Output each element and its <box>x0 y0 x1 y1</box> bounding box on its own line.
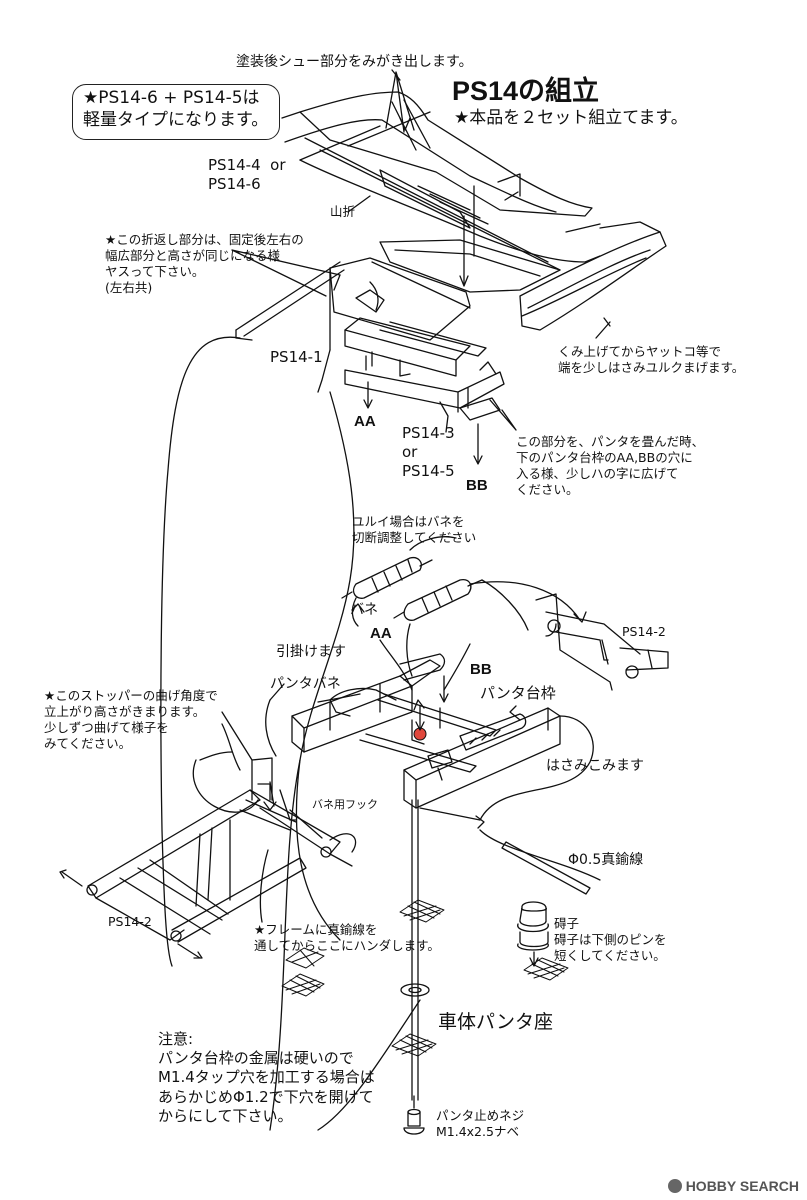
hole-label-bb-top: BB <box>466 477 488 494</box>
panta-frame-label: パンタ台枠 <box>480 684 556 702</box>
light-type-note: ★PS14-6 + PS14-5は 軽量タイプになります。 <box>83 88 269 130</box>
shoe-note: 塗装後シュー部分をみがき出します。 <box>236 54 473 70</box>
stopper-leaders <box>192 683 361 923</box>
springs <box>341 536 529 677</box>
mount-pads <box>281 899 569 1057</box>
spring-label: バネ <box>350 602 378 618</box>
panta-spring-label: パンタバネ <box>270 676 341 692</box>
solder-note: ★フレームに真鍮線を 通してからここにハンダします。 <box>254 922 440 953</box>
part-label-ps14-2-right: PS14-2 <box>622 624 666 639</box>
brass-wire <box>419 807 591 895</box>
mounting-axis <box>411 799 419 1101</box>
body-seat-label: 車体パンタ座 <box>438 1011 553 1033</box>
spread-note: この部分を、パンタを畳んだ時、 下のパンタ台枠のAA,BBの穴に 入る様、少しハ… <box>516 434 705 497</box>
right-arm-ps14-2 <box>535 593 669 691</box>
upper-frame-ps14-1 <box>235 257 487 393</box>
part-label-ps14-4-6: PS14-4 or PS14-6 <box>208 156 286 194</box>
insulator-note: 碍子 碍子は下側のピンを 短くしてください。 <box>554 916 667 963</box>
shoe-pan-part <box>284 91 601 309</box>
fold-note: ★この折返し部分は、固定後左右の 幅広部分と高さが同じになる様 ヤスって下さい。… <box>105 232 304 295</box>
hole-label-aa-mid: AA <box>370 625 392 642</box>
middle-arrows <box>379 639 471 731</box>
part-label-ps14-2-left: PS14-2 <box>108 914 152 929</box>
hook-on-label: 引掛けます <box>276 644 346 660</box>
watermark-logo-icon <box>667 1179 682 1193</box>
hole-label-bb-mid: BB <box>470 661 492 678</box>
stopper-note: ★このストッパーの曲げ角度で 立上がり高さがきまります。 少しずつ曲げて様子を … <box>44 688 218 751</box>
caution-note: 注意: パンタ台枠の金属は硬いので M1.4タップ穴を加工する場合は あらかじめ… <box>158 1030 375 1125</box>
top-down-arrows <box>363 185 483 465</box>
insert-arrows <box>469 581 601 881</box>
body-seat-ring <box>400 983 430 997</box>
lower-link-ps14-3 <box>344 361 505 433</box>
spring-cut-note: ユルイ場合はバネを 切断調整してください <box>352 514 477 545</box>
long-curved-leaders <box>160 336 421 1131</box>
insert-label: はさみこみます <box>546 758 644 774</box>
shoe-end-horn <box>519 221 667 331</box>
brass-wire-label: Φ0.5真鍮線 <box>568 852 644 868</box>
hole-label-aa-top: AA <box>354 413 376 430</box>
mountain-fold-label: 山折 <box>330 204 356 219</box>
insulator <box>517 901 549 967</box>
part-label-ps14-1: PS14-1 <box>270 348 323 366</box>
left-arm-ps14-2 <box>59 757 357 959</box>
part-label-ps14-3-5: PS14-3 or PS14-5 <box>402 424 455 481</box>
watermark-text: HOBBY SEARCH <box>685 1178 799 1194</box>
bend-note: くみ上げてからヤットコ等で 端を少しはさみユルクまげます。 <box>558 344 745 375</box>
light-type-callout: ★PS14-6 + PS14-5は 軽量タイプになります。 <box>72 84 280 140</box>
set-count-note: ★本品を２セット組立てます。 <box>454 108 688 128</box>
page-title: PS14の組立 <box>452 76 600 106</box>
screw-note: パンタ止めネジ M1.4x2.5ナベ <box>436 1108 525 1139</box>
top-leader-lines <box>231 69 611 431</box>
mounting-screw <box>403 1095 425 1135</box>
watermark: HOBBY SEARCH <box>667 1178 799 1194</box>
spring-hook-label: バネ用フック <box>312 798 378 811</box>
